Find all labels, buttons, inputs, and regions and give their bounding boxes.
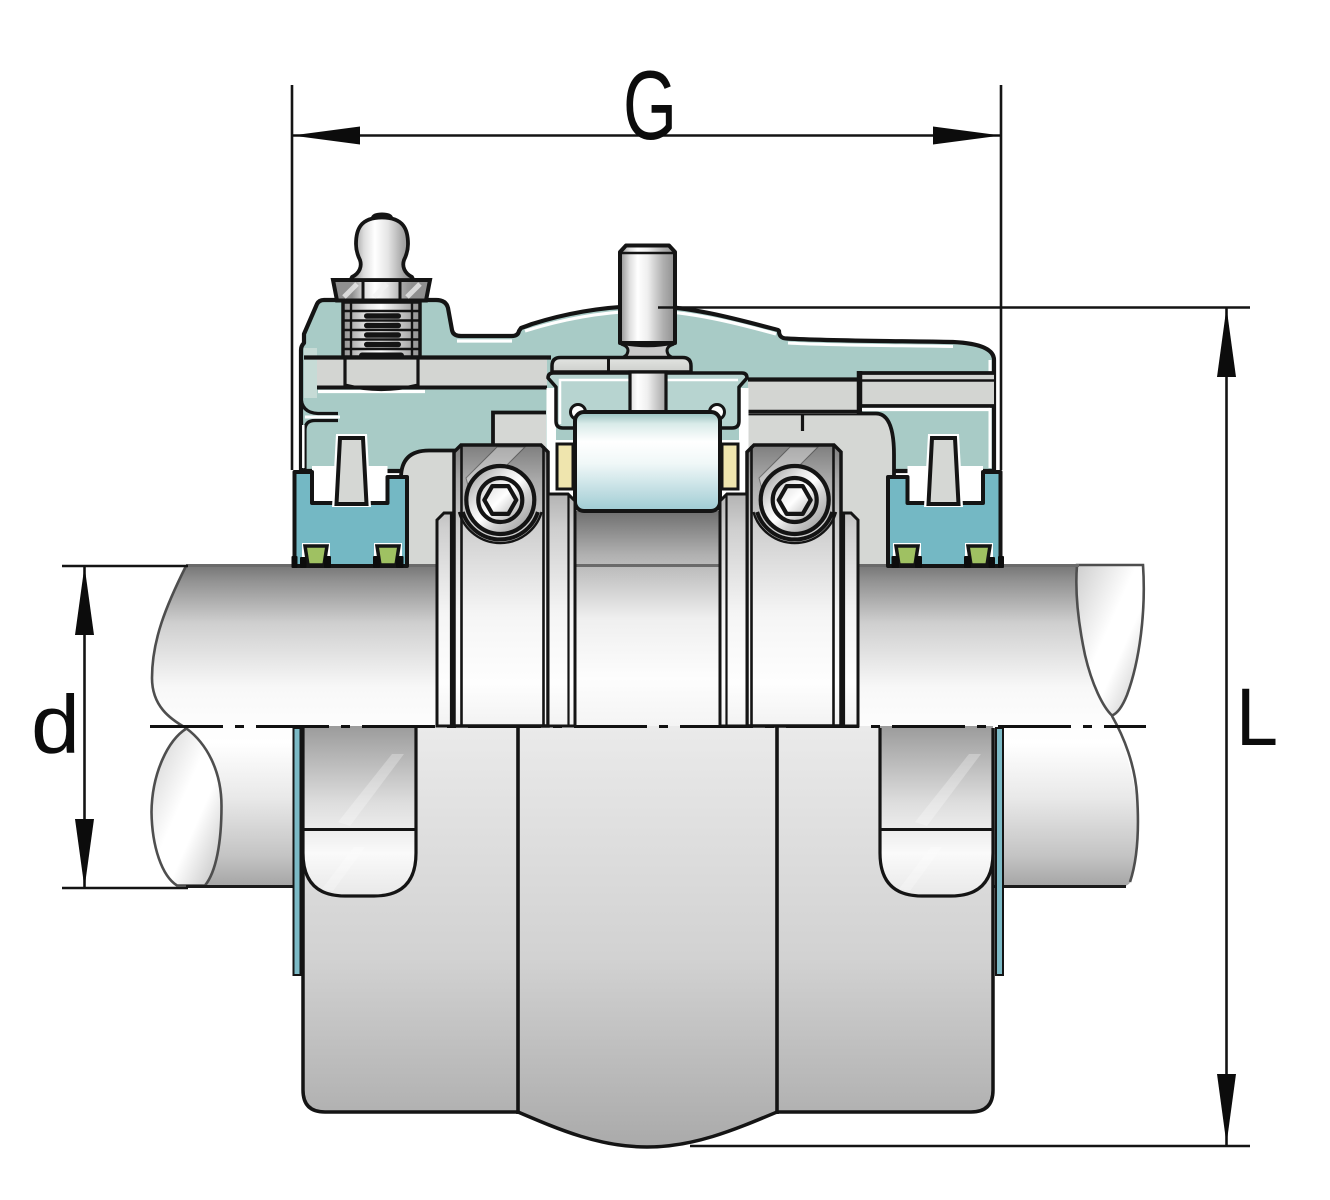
svg-text:L: L	[1236, 672, 1278, 763]
svg-text:G: G	[623, 50, 677, 160]
svg-text:d: d	[31, 678, 80, 771]
